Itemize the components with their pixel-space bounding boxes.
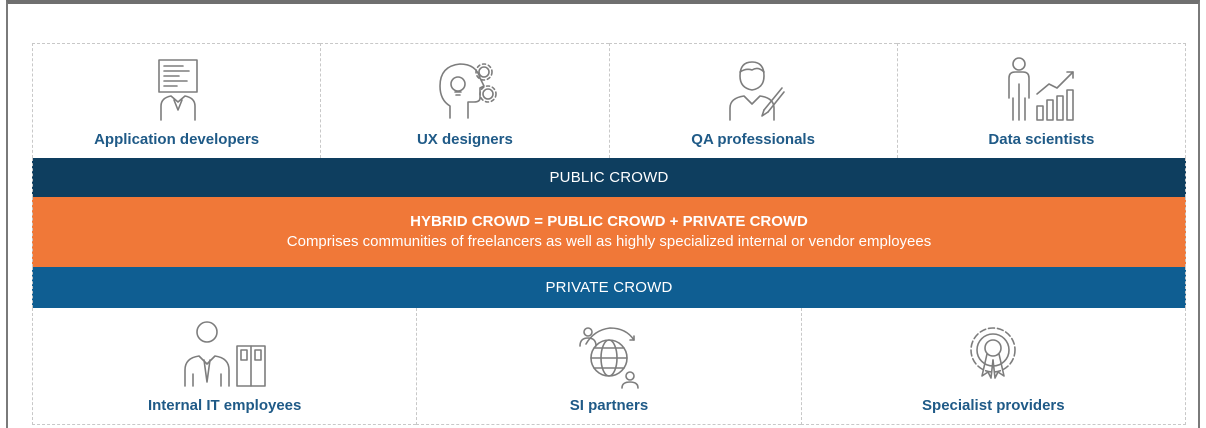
head-gears-icon xyxy=(439,63,497,119)
public-roles-row: Application developers UX designers QA p… xyxy=(32,43,1186,158)
qa-professional-icon xyxy=(729,61,785,121)
role-internal-it-employees: Internal IT employees xyxy=(32,308,417,425)
role-label: Application developers xyxy=(94,131,260,148)
role-qa-professionals: QA professionals xyxy=(608,43,897,158)
gear-award-icon xyxy=(970,327,1017,379)
private-crowd-label: PRIVATE CROWD xyxy=(545,279,673,296)
outer-frame xyxy=(6,0,1200,428)
role-label: Data scientists xyxy=(988,131,1095,148)
role-si-partners: SI partners xyxy=(416,308,801,425)
developer-icon xyxy=(157,59,198,121)
hybrid-crowd-title: HYBRID CROWD = PUBLIC CROWD + PRIVATE CR… xyxy=(410,213,808,230)
data-scientist-icon xyxy=(1008,57,1075,121)
private-roles-row: Internal IT employees SI partners Specia… xyxy=(32,308,1186,425)
role-data-scientists: Data scientists xyxy=(896,43,1186,158)
hybrid-crowd-band: HYBRID CROWD = PUBLIC CROWD + PRIVATE CR… xyxy=(32,197,1186,267)
private-crowd-band: PRIVATE CROWD xyxy=(32,267,1186,308)
role-label: SI partners xyxy=(569,397,649,414)
hybrid-crowd-description: Comprises communities of freelancers as … xyxy=(286,233,932,250)
role-application-developers: Application developers xyxy=(32,43,321,158)
role-label: QA professionals xyxy=(691,131,815,148)
role-ux-designers: UX designers xyxy=(320,43,609,158)
globe-partners-icon xyxy=(579,327,639,389)
public-crowd-band: PUBLIC CROWD xyxy=(32,158,1186,197)
role-label: Specialist providers xyxy=(922,397,1065,414)
public-crowd-label: PUBLIC CROWD xyxy=(549,169,669,186)
internal-employee-icon xyxy=(183,321,266,387)
role-specialist-providers: Specialist providers xyxy=(800,308,1186,425)
role-label: UX designers xyxy=(416,131,513,148)
role-label: Internal IT employees xyxy=(147,397,302,414)
